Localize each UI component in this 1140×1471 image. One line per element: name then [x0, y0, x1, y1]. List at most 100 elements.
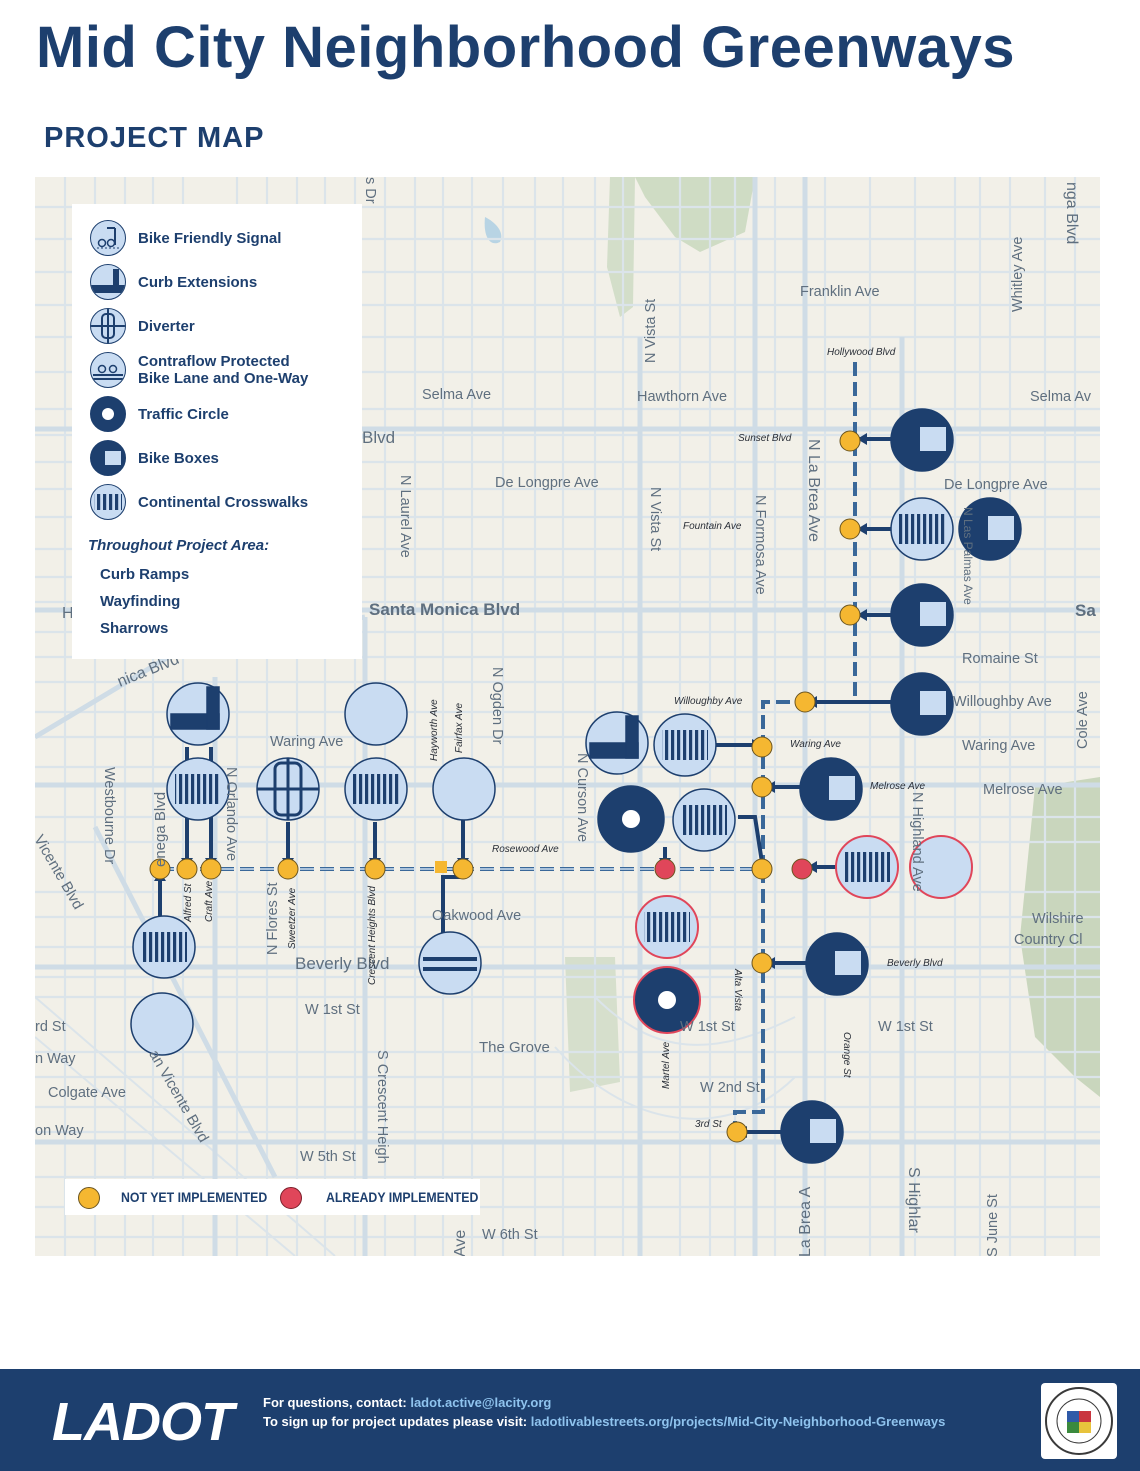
street-santamonica: Santa Monica Blvd	[369, 600, 521, 619]
implemented-label: ALREADY IMPLEMENTED	[326, 1189, 479, 1205]
bike-box-icon	[90, 440, 126, 476]
street-nlabrea: N La Brea Ave	[805, 439, 822, 542]
project-map[interactable]: Franklin Ave Hollywood Blvd Selma Ave Se…	[35, 177, 1100, 1256]
street-way2: on Way	[35, 1123, 84, 1139]
street-nogden: N Ogden Dr	[489, 667, 505, 745]
legend-label: Continental Crosswalks	[138, 493, 309, 511]
street-fifth: W 5th St	[300, 1149, 356, 1165]
page-subtitle: PROJECT MAP	[44, 122, 265, 154]
street-sdr: s Dr	[362, 177, 378, 204]
street-first: W 1st St	[305, 1002, 360, 1018]
contact-prefix: For questions, contact:	[263, 1395, 411, 1410]
street-hawthorn: Hawthorn Ave	[637, 389, 728, 405]
street-shighland: S Highlar	[905, 1167, 922, 1233]
city-seal-icon	[1041, 1383, 1117, 1459]
street-orlando: N Orlando Ave	[223, 767, 239, 862]
signup-prefix: To sign up for project updates please vi…	[263, 1414, 531, 1429]
legend-label-line1: Contraflow Protected	[138, 353, 290, 370]
street-sa: Sa	[1075, 601, 1096, 620]
street-westbourne: Westbourne Dr	[101, 767, 117, 865]
street-ave-bottom: Ave	[452, 1229, 469, 1256]
legend-label: Bike Friendly Signal	[138, 229, 282, 247]
street-colgate: Colgate Ave	[48, 1085, 126, 1101]
street-slabrea: La Brea A	[797, 1186, 814, 1256]
legend-throughout-item: Wayfinding	[100, 593, 181, 610]
street-orange: Orange St	[841, 1032, 852, 1078]
bike-signal-icon	[90, 220, 126, 256]
legend-crosswalk: Continental Crosswalks	[90, 484, 308, 520]
street-beverly: Beverly Blvd	[295, 954, 390, 973]
street-la-cienega: enega Blvd	[152, 791, 169, 867]
street-craft: Craft Ave	[204, 880, 215, 922]
street-first-left: rd St	[35, 1019, 66, 1035]
street-oakwood: Oakwood Ave	[432, 908, 522, 924]
diverter-icon	[90, 308, 126, 344]
implemented-dot	[280, 1187, 302, 1209]
street-sixth: W 6th St	[482, 1227, 538, 1243]
footer-contact: For questions, contact: ladot.active@lac…	[263, 1393, 945, 1431]
street-crescent: Crescent Heights Blvd	[367, 886, 378, 985]
area-country-club: Country Cl	[1014, 932, 1083, 948]
street-waring-right: Waring Ave	[962, 738, 1036, 754]
street-way1: n Way	[35, 1051, 76, 1067]
street-selma: Selma Ave	[422, 387, 492, 403]
street-nvista: N Vista St	[643, 298, 659, 363]
street-ncurson: N Curson Ave	[574, 753, 590, 843]
legend-label-line2: Bike Lane and One-Way	[138, 370, 309, 387]
contact-email-link[interactable]: ladot.active@lacity.org	[410, 1395, 552, 1410]
ladot-logo: LADOT	[52, 1392, 234, 1452]
legend-throughout-item: Sharrows	[100, 620, 169, 637]
not-implemented-dot	[78, 1187, 100, 1209]
not-implemented-label: NOT YET IMPLEMENTED	[121, 1189, 268, 1205]
street-rosewood: Rosewood Ave	[492, 844, 559, 855]
legend-diverter: Diverter	[90, 308, 195, 344]
street-fountain: Fountain Ave	[683, 521, 742, 532]
street-sweetzer: Sweetzer Ave	[287, 887, 298, 949]
street-cole: Cole Ave	[1075, 691, 1091, 749]
street-highland-blvd: nga Blvd	[1063, 182, 1080, 245]
street-martel: Martel Ave	[661, 1041, 672, 1089]
street-delongpre-right: De Longpre Ave	[944, 477, 1048, 493]
street-willoughby: Willoughby Ave	[674, 696, 743, 707]
status-legend: NOT YET IMPLEMENTED ALREADY IMPLEMENTED	[65, 1179, 480, 1215]
street-nformosa: N Formosa Ave	[752, 495, 768, 595]
legend-curb-extension: Curb Extensions	[90, 264, 257, 300]
legend-label: Diverter	[138, 317, 195, 335]
page-title: Mid City Neighborhood Greenways	[36, 15, 1016, 80]
map-legend: Bike Friendly Signal Curb Extensions Div…	[72, 204, 362, 659]
street-franklin: Franklin Ave	[800, 284, 880, 300]
street-first-right: W 1st St	[878, 1019, 933, 1035]
street-whitley: Whitley Ave	[1010, 236, 1026, 313]
street-nhighland: N Highland Ave	[909, 792, 925, 892]
street-third: 3rd St	[695, 1119, 722, 1130]
street-screscent: S Crescent Heigh	[374, 1050, 390, 1164]
legend-label: Traffic Circle	[138, 405, 229, 423]
legend-throughout-item: Curb Ramps	[100, 566, 190, 583]
legend-label: Curb Extensions	[138, 273, 258, 291]
street-romaine: Romaine St	[962, 651, 1038, 667]
crosswalk-icon	[90, 484, 126, 520]
legend-label: Bike Boxes	[138, 449, 219, 467]
area-wilshire: Wilshire	[1032, 911, 1084, 927]
street-h-left: H	[62, 605, 74, 622]
legend-bike-signal: Bike Friendly Signal	[90, 220, 281, 256]
street-nlaurel: N Laurel Ave	[397, 475, 413, 558]
signup-url-link[interactable]: ladotlivablestreets.org/projects/Mid-Cit…	[530, 1414, 946, 1429]
footer: LADOT For questions, contact: ladot.acti…	[0, 1369, 1140, 1471]
traffic-circle-icon	[90, 396, 126, 432]
street-willoughby-right: Willoughby Ave	[953, 694, 1052, 710]
street-delongpre: De Longpre Ave	[495, 475, 599, 491]
street-melrose-right: Melrose Ave	[983, 782, 1063, 798]
street-beverly-small: Beverly Blvd	[887, 958, 943, 969]
street-waring: Waring Ave	[270, 734, 344, 750]
street-grove: The Grove	[479, 1039, 550, 1056]
street-melrose: Melrose Ave	[870, 781, 926, 792]
curb-extension-icon	[90, 264, 126, 300]
street-waring-mid: Waring Ave	[790, 739, 841, 750]
street-selma-right: Selma Av	[1030, 389, 1091, 405]
street-sjune: S June St	[985, 1194, 1001, 1256]
street-first-mid: W 1st St	[680, 1019, 735, 1035]
legend-traffic-circle: Traffic Circle	[90, 396, 229, 432]
street-second: W 2nd St	[700, 1080, 760, 1096]
